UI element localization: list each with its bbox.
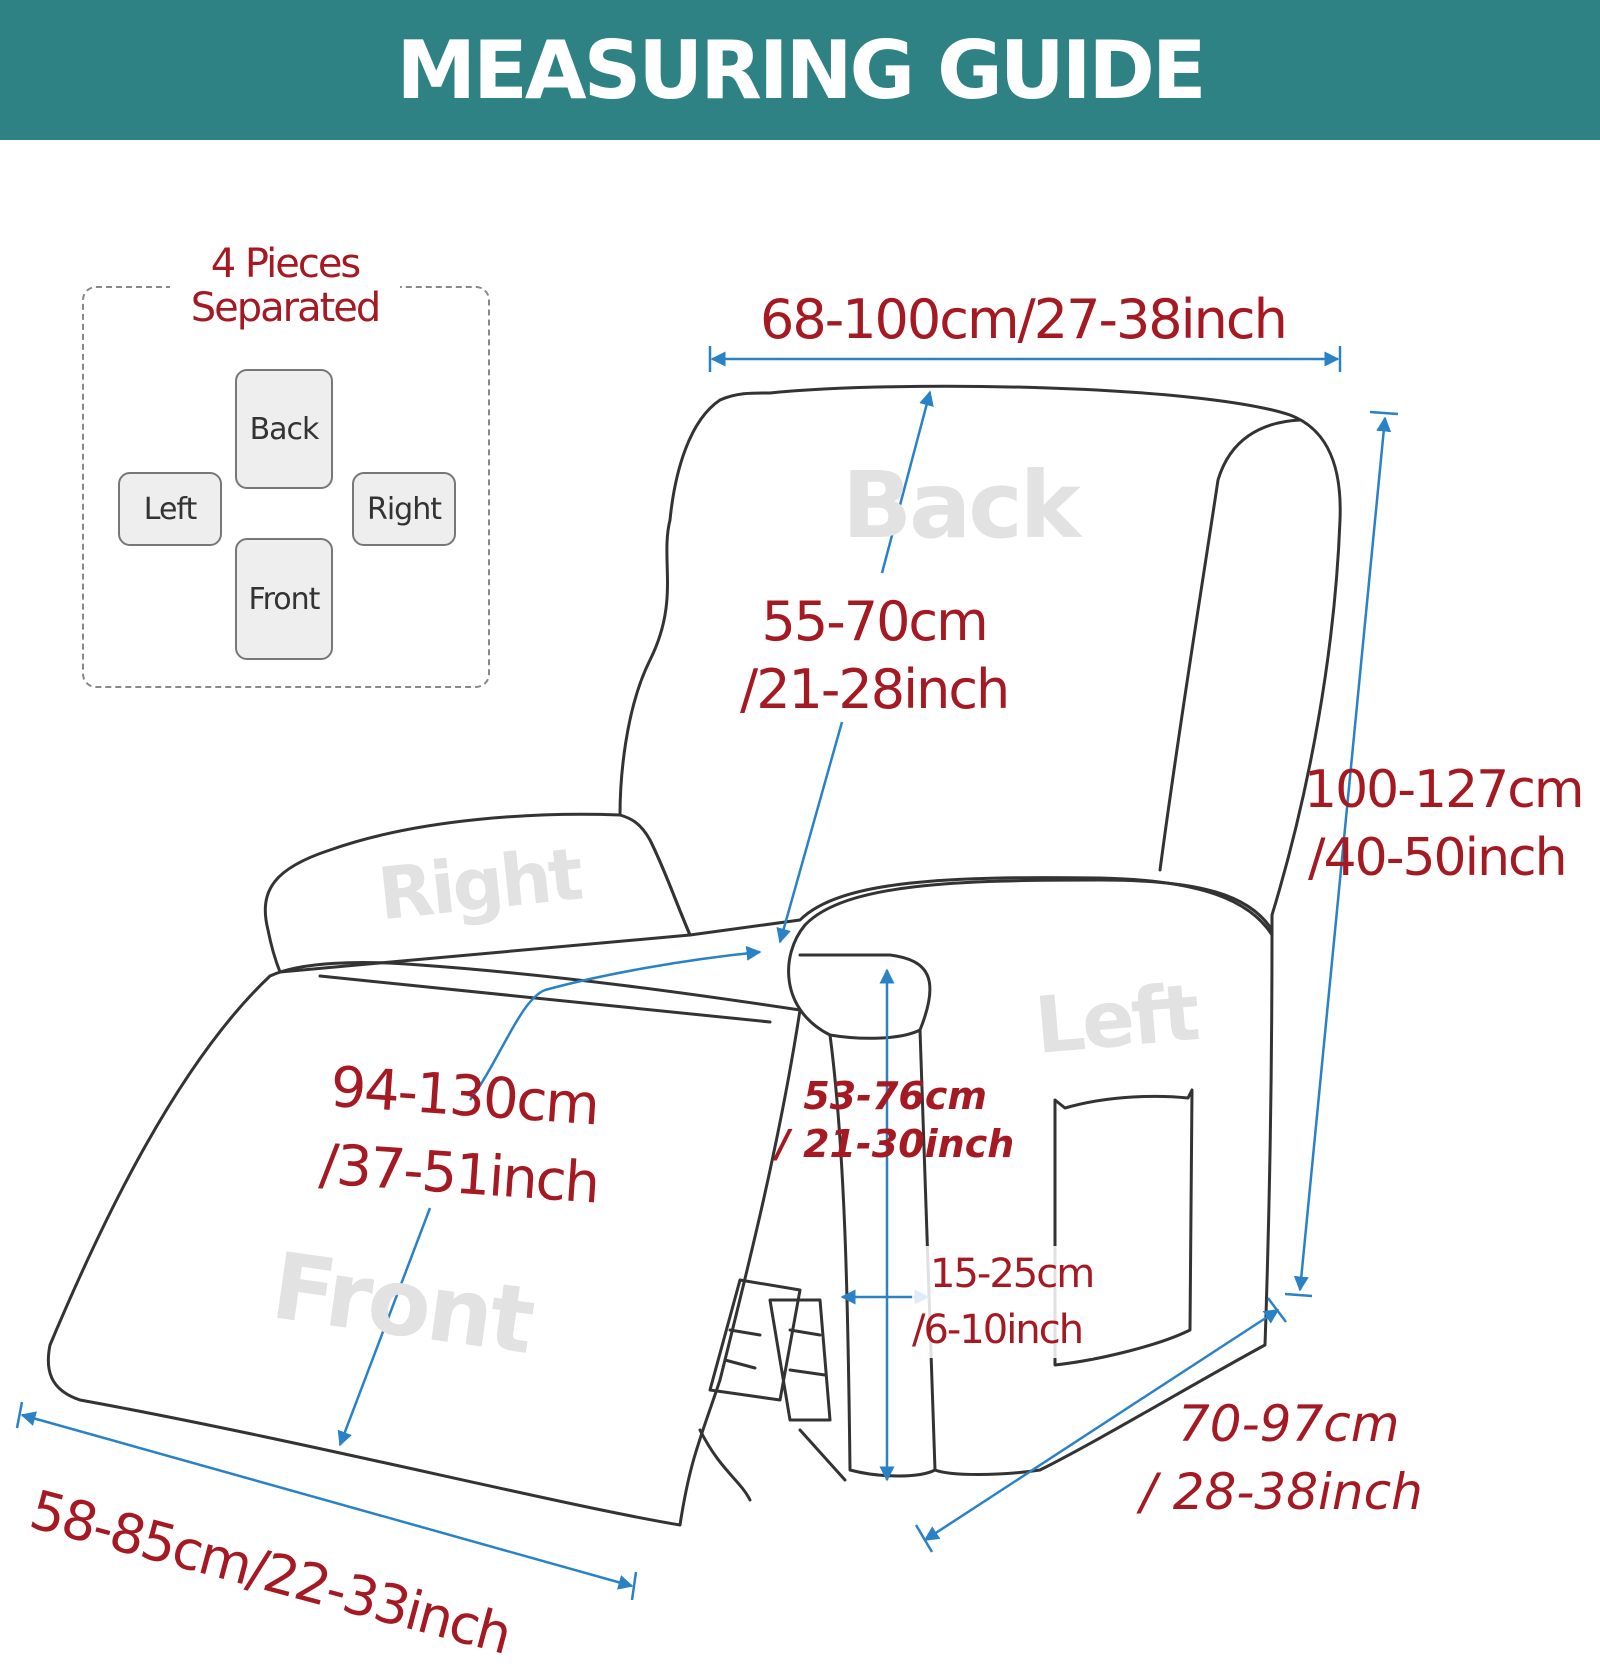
pieces-title-line2: Separated [190,285,382,331]
total-height-tick-top [1369,410,1399,416]
arm-height-label: 53-76cm / 21-30inch [776,1072,1014,1168]
pieces-legend-title: 4 Pieces Separated [170,242,400,330]
left-arm-outline [787,878,1274,1040]
total-height-line2: /40-50inch [1308,828,1568,888]
footrest-top-seam [318,974,772,1024]
right-arm-outline [263,812,692,974]
depth-tick-left [914,1524,934,1553]
chair-left-label: Left [1031,968,1201,1072]
piece-right: Right [352,472,456,546]
depth-label: 70-97cm / 28-38inch [1140,1390,1423,1526]
back-height-line-upper [880,390,934,574]
back-inner-edge [1158,418,1302,872]
header-banner: MEASURING GUIDE [0,0,1600,140]
depth-tick-right [1267,1297,1287,1323]
left-side-front-edge [828,1033,937,1478]
piece-left: Left [118,472,222,546]
arm-height-line1: 53-76cm [803,1074,987,1118]
arm-width-line1: 15-25cm [930,1251,1095,1297]
footrest-outline [46,961,802,1527]
total-height-label: 100-127cm /40-50inch [1304,756,1585,892]
depth-line1: 70-97cm [1178,1395,1400,1453]
depth-line2: / 28-38inch [1140,1463,1423,1521]
piece-front: Front [235,538,333,660]
back-height-label: 55-70cm /21-28inch [740,588,1010,724]
seat-length-line-upper [468,945,762,1101]
mechanism-frame [698,1278,847,1502]
recliner-diagram [15,346,1399,1600]
page-title: MEASURING GUIDE [396,23,1206,117]
depth-line [923,1308,1280,1542]
arm-width-label: 15-25cm /6-10inch [912,1246,1095,1358]
piece-back: Back [235,369,333,489]
total-height-line [1293,416,1392,1292]
seat-length-line-lower [337,1207,432,1447]
total-height-tick-bottom [1284,1292,1313,1298]
pieces-title-line1: 4 Pieces [210,241,362,287]
footrest-width-line [20,1411,634,1590]
mechanism-links [723,1328,827,1377]
arm-width-line2: /6-10inch [912,1307,1084,1353]
seat-length-label: 94-130cm /37-51inch [317,1048,606,1223]
footrest-tick-right [630,1571,638,1600]
total-height-line1: 100-127cm [1304,760,1585,820]
chair-back-label: Back [842,452,1081,559]
footrest-tick-left [15,1401,24,1429]
arm-height-line2: / 21-30inch [776,1122,1015,1166]
back-height-line2: /21-28inch [740,658,1010,721]
back-width-label: 68-100cm/27-38inch [760,288,1288,351]
dimension-lines [15,346,1399,1600]
back-height-line1: 55-70cm [761,590,989,653]
back-height-line-lower [776,721,844,944]
